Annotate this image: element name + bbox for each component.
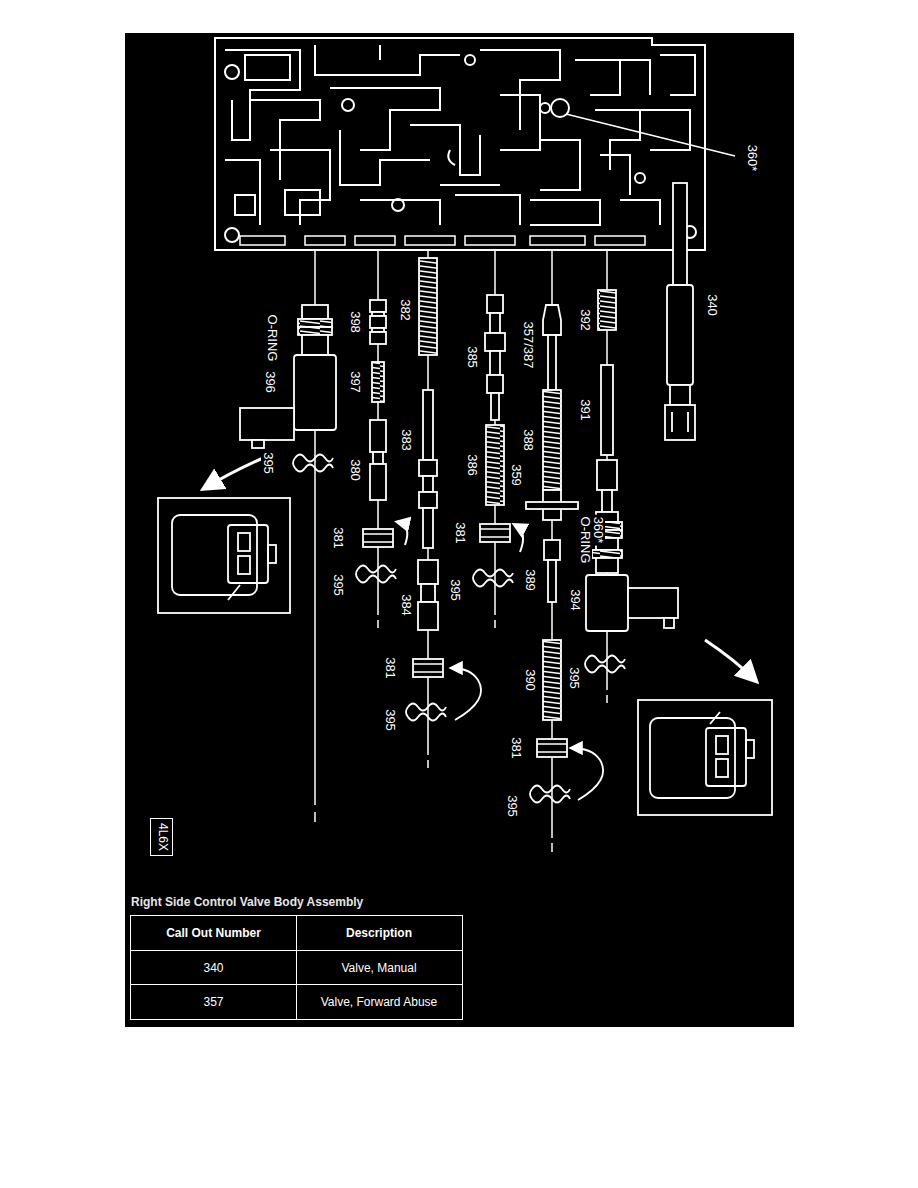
callout-number: 395 [567,665,581,691]
callout-number: 392 [578,307,592,333]
callout-number: 381 [453,520,467,546]
callout-number: 357/387 [521,320,535,371]
table-cell: Valve, Forward Abuse [296,984,463,1020]
callout-number: O-RING [265,313,279,364]
callout-number: 385 [465,344,479,370]
table-cell: Description [296,915,463,951]
callout-number: 359 [509,462,523,488]
callout-number: 390 [523,667,537,693]
callout-number: 391 [578,397,592,423]
callout-number: 396 [263,369,277,395]
callout-number: 360* [591,515,605,546]
callout-number: 395 [261,450,275,476]
callout-number: 383 [399,427,413,453]
callout-number: 397 [348,369,362,395]
callout-number: 395 [331,572,345,598]
model-code-box: 4L6X [150,818,173,856]
callout-number: 398 [348,309,362,335]
callout-number: 360* [745,143,759,174]
callout-number: O-RING [578,515,592,566]
callout-number: 389 [523,567,537,593]
table-cell: 357 [130,984,297,1020]
callout-number: 380 [348,457,362,483]
callout-number: 382 [398,297,412,323]
model-code: 4L6X [155,823,168,851]
callout-number: 340 [705,292,719,318]
callout-number: 388 [521,427,535,453]
callout-number: 381 [509,735,523,761]
table-cell: 340 [130,950,297,986]
table-cell: Call Out Number [130,915,297,951]
callout-number: 384 [399,592,413,618]
callout-number: 395 [448,577,462,603]
callout-number: 395 [505,793,519,819]
callout-number: 381 [331,525,345,551]
callout-number: 381 [383,655,397,681]
callout-number: 395 [383,707,397,733]
table-cell: Valve, Manual [296,950,463,986]
callout-number: 386 [465,452,479,478]
table-title: Right Side Control Valve Body Assembly [131,895,363,909]
callout-number: 394 [568,587,582,613]
